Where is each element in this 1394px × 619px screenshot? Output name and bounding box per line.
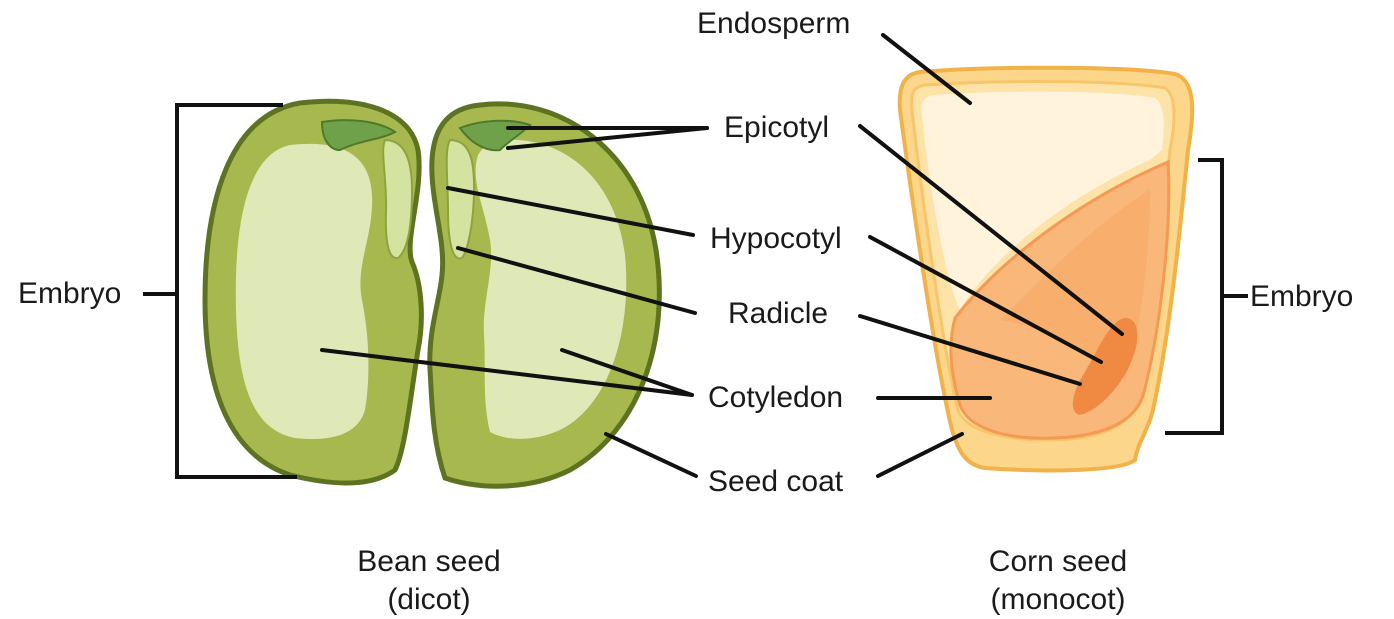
corn-caption-line1: Corn seed xyxy=(908,543,1208,581)
seed-coat-leader xyxy=(606,434,696,476)
bean-left-cotyledon xyxy=(236,144,372,439)
corn-caption-line2: (monocot) xyxy=(908,581,1208,619)
endosperm-label: Endosperm xyxy=(697,7,850,41)
epicotyl-label: Epicotyl xyxy=(724,111,829,145)
embryo-label-right: Embryo xyxy=(1250,280,1353,314)
hypocotyl-label: Hypocotyl xyxy=(710,222,842,256)
radicle-label: Radicle xyxy=(728,297,828,331)
bean-caption-line2: (dicot) xyxy=(279,581,579,619)
seed-coat-label: Seed coat xyxy=(708,465,843,499)
corn-seed xyxy=(900,68,1248,471)
seed-coat-leader-corn xyxy=(878,434,962,476)
embryo-label-left: Embryo xyxy=(18,277,121,311)
bean-seed xyxy=(143,101,659,486)
bean-left-embryo-axis xyxy=(383,140,412,258)
bean-caption-line1: Bean seed xyxy=(279,543,579,581)
cotyledon-label: Cotyledon xyxy=(708,381,843,415)
